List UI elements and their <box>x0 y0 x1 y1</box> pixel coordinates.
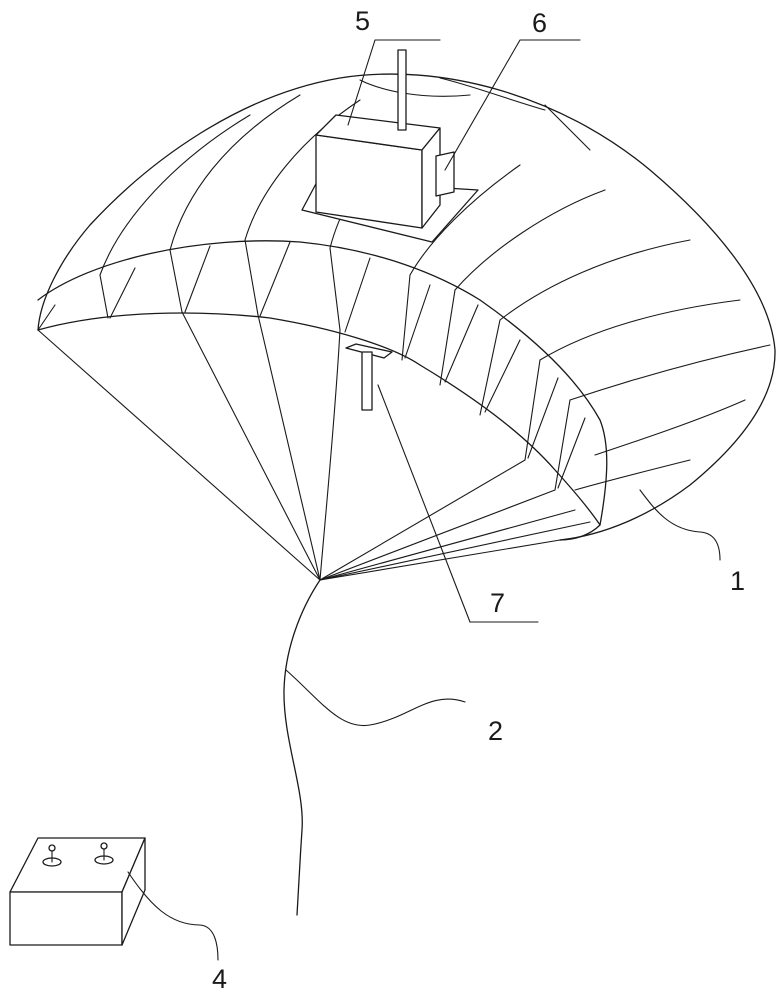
remote-side <box>121 837 146 946</box>
leader-lines <box>127 39 721 961</box>
canopy-lower-rim <box>37 312 421 366</box>
joystick-left-icon <box>42 844 62 867</box>
canopy-front-edge <box>37 240 481 301</box>
label-tether: 2 <box>488 716 503 746</box>
parachute-canopy <box>37 73 776 541</box>
control-box <box>301 49 479 243</box>
canopy-right-rim-outer <box>479 299 608 541</box>
suspension-lines <box>37 311 591 581</box>
label-bracket: 7 <box>490 588 505 618</box>
tether-line <box>283 579 321 916</box>
label-remote: 4 <box>212 964 227 994</box>
remote-front <box>9 891 123 946</box>
canopy-top-outline <box>37 73 776 541</box>
remote-controller <box>9 837 146 946</box>
under-bracket <box>345 343 393 411</box>
label-box: 5 <box>355 6 370 36</box>
antenna <box>397 49 407 131</box>
box-side <box>421 127 441 229</box>
canopy-right-rim <box>419 364 601 526</box>
label-canopy: 1 <box>730 566 745 596</box>
box-front <box>315 134 423 229</box>
joystick-right-icon <box>94 842 114 865</box>
label-attachment: 6 <box>532 8 547 38</box>
